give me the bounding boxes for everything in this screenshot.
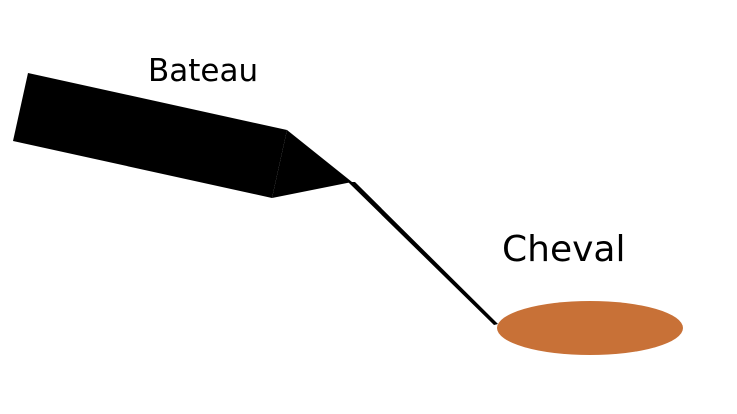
boat-tip	[272, 130, 352, 198]
horse-shape	[497, 301, 683, 355]
connector-line	[348, 182, 498, 325]
boat-body	[13, 73, 287, 198]
horse-label: Cheval	[502, 229, 625, 270]
boat-shape	[13, 73, 352, 198]
boat-label: Bateau	[148, 53, 258, 89]
